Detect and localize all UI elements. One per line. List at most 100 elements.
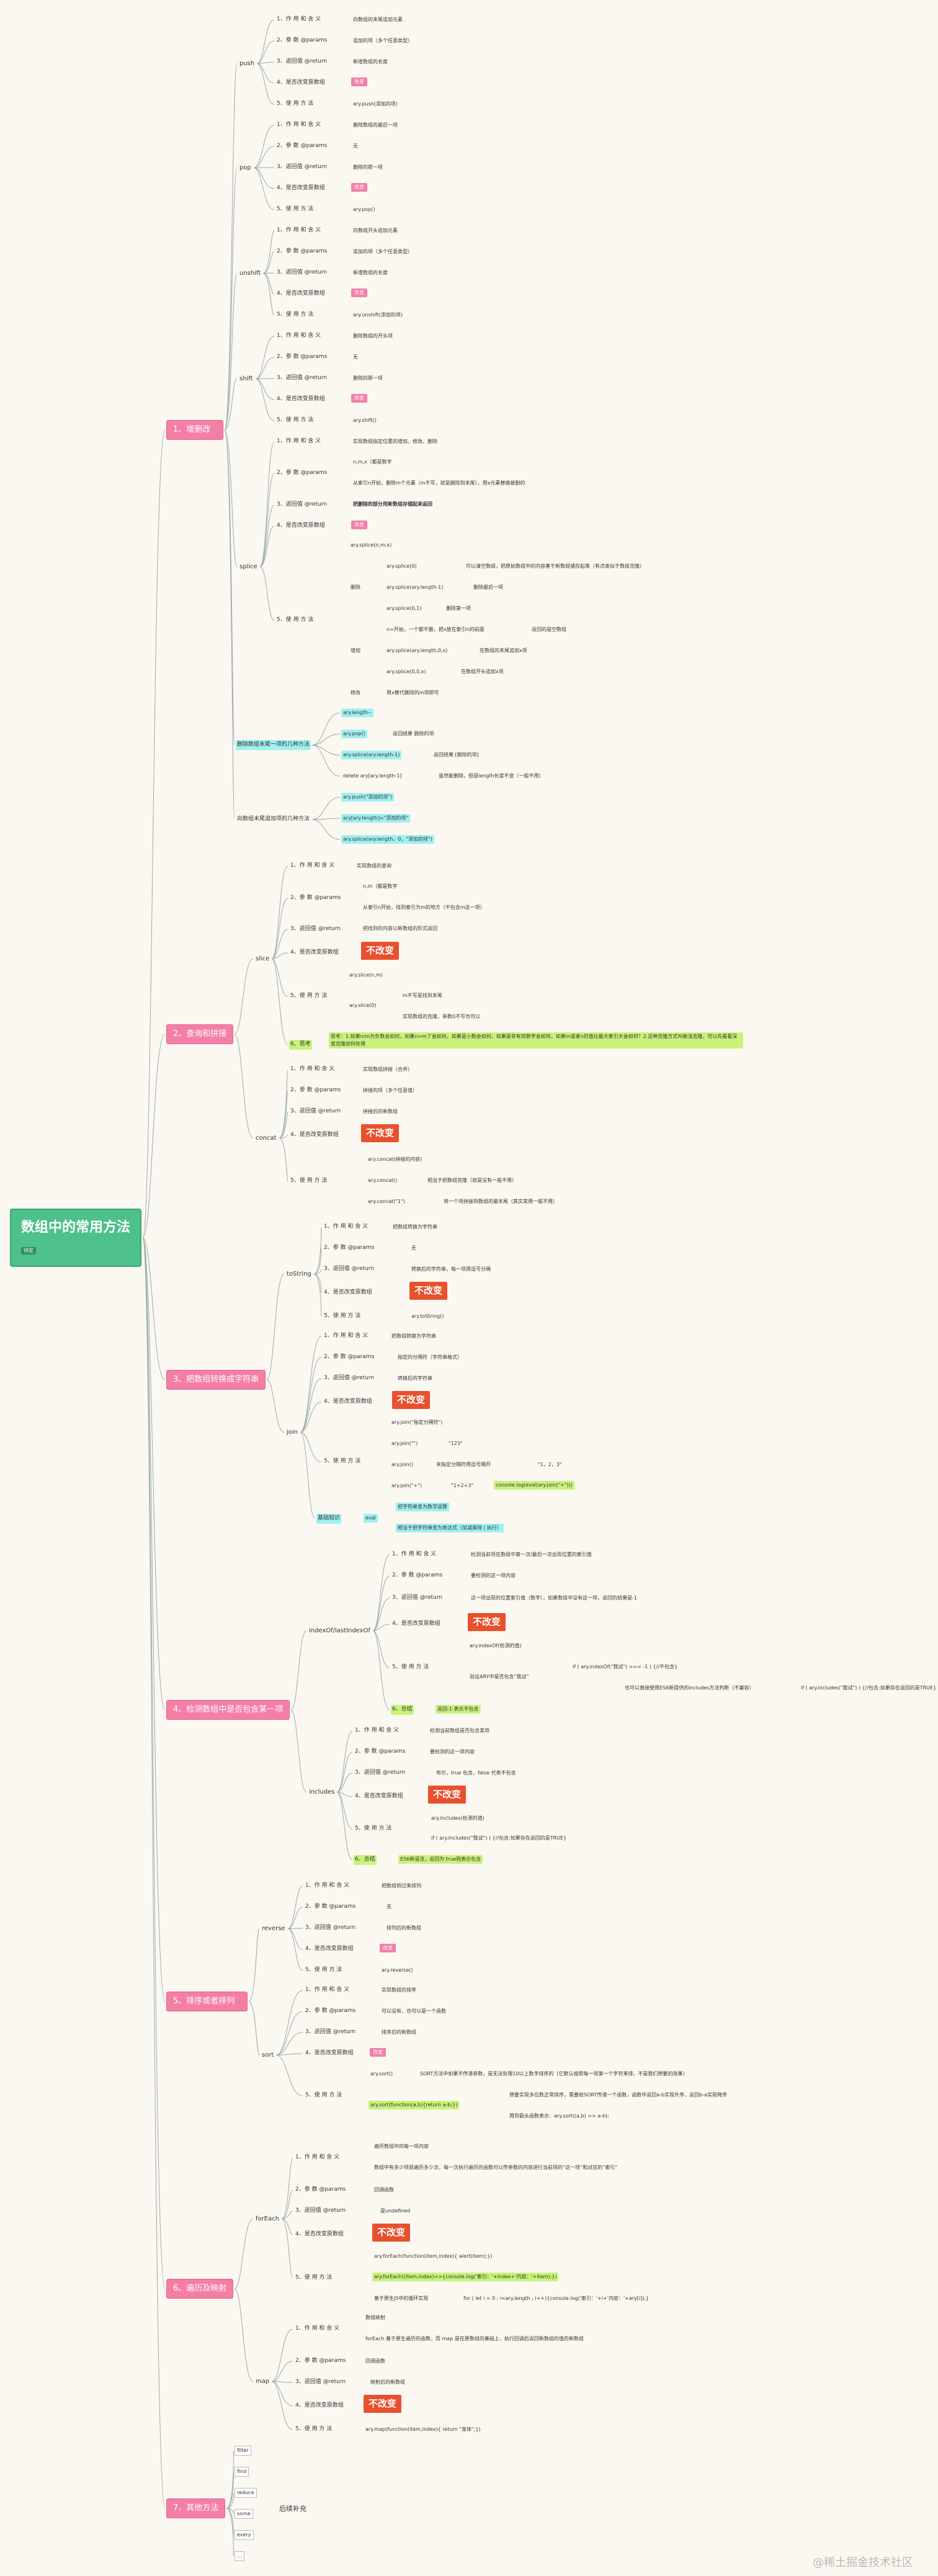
map-params-label: 2、参 数 @params <box>295 2358 346 2364</box>
group-sort[interactable]: sort <box>262 2052 274 2059</box>
connector-line <box>313 1227 322 1274</box>
connector-line <box>142 1237 166 1380</box>
category-query-concat[interactable]: 2、查询和拼接 <box>166 1024 234 1044</box>
root-tag: 待定 <box>21 1247 36 1254</box>
includes-mutate-label: 4、是否改变原数组 <box>355 1793 403 1799</box>
connector-line <box>300 1378 322 1433</box>
other-every[interactable]: every <box>234 2530 254 2540</box>
del-end-1: ary.length-- <box>341 709 373 717</box>
other-find[interactable]: find <box>234 2467 249 2477</box>
unshift-action-label: 1、作 用 和 含 义 <box>277 227 321 233</box>
other-filter[interactable]: filter <box>234 2446 251 2456</box>
slice-u3: ary.slice(0) <box>349 1003 377 1008</box>
group-unshift[interactable]: unshift <box>239 270 261 277</box>
connector-line <box>313 1269 322 1274</box>
category-includes[interactable]: 4、检测数组中是否包含某一项 <box>166 1700 290 1720</box>
connector-line <box>287 1928 303 1950</box>
group-pop[interactable]: pop <box>239 164 251 171</box>
group-join[interactable]: join <box>287 1429 298 1436</box>
foreach-action-label: 1、作 用 和 含 义 <box>295 2154 340 2160</box>
connector-line <box>253 146 275 168</box>
connector-line <box>287 1928 303 1971</box>
connector-line <box>300 1432 322 1462</box>
other-reduce[interactable]: reduce <box>234 2488 257 2498</box>
connector-line <box>255 357 275 379</box>
join-u4-note: "1+2+3" <box>451 1483 474 1488</box>
map-params: 回调函数 <box>365 2358 385 2364</box>
watermark: @稀土掘金技术社区 <box>813 2556 913 2569</box>
connector-line <box>279 1111 288 1138</box>
connector-line <box>311 712 341 746</box>
splice-delete: 删除 <box>351 584 360 590</box>
connector-line <box>262 273 275 295</box>
other-some[interactable]: some <box>234 2509 253 2519</box>
other-note: 后续补充 <box>279 2505 306 2513</box>
splice-a1-note: 返回的是空数组 <box>532 627 566 632</box>
join-u3-value: "1，2，3" <box>538 1462 562 1467</box>
concat-return-label: 3、返回值 @return <box>290 1108 341 1114</box>
del-end-4: delete ary[ary.length-1] <box>343 773 402 779</box>
connector-line <box>311 797 341 820</box>
connector-line <box>234 2288 254 2382</box>
map-return: 映射后的新数组 <box>370 2379 405 2385</box>
slice-params-label: 2、参 数 @params <box>290 895 341 901</box>
includes-return-label: 3、返回值 @return <box>355 1769 406 1776</box>
group-foreach[interactable]: forEach <box>256 2216 280 2222</box>
indexof-params: 要检测的这一项内容 <box>471 1573 516 1578</box>
unshift-params: 追加的项（多个任意类型） <box>353 249 413 254</box>
map-mutate: 不改变 <box>364 2395 402 2413</box>
pop-params: 无 <box>353 143 358 149</box>
category-iterate[interactable]: 6、遍历及映射 <box>166 2279 234 2299</box>
group-includes[interactable]: includes <box>309 1789 335 1796</box>
connector-line <box>256 63 275 105</box>
push-params: 追加的项（多个任意类型） <box>353 38 413 43</box>
concat-u2-note: 相当于把数组克隆（就是没有一般不用） <box>427 1178 517 1183</box>
indexof-u1: ary.indexOf(检测的值) <box>470 1643 522 1648</box>
other-more[interactable]: ... <box>234 2551 244 2561</box>
tostring-mutate-label: 4、是否改变原数组 <box>324 1289 372 1295</box>
shift-usage-label: 5、使 用 方 法 <box>277 417 314 423</box>
connector-line <box>311 733 341 746</box>
indexof-action-label: 1、作 用 和 含 义 <box>392 1551 437 1557</box>
root-topic[interactable]: 数组中的常用方法 待定 <box>10 1209 142 1267</box>
sort-mutate-label: 4、是否改变原数组 <box>305 2050 354 2056</box>
connector-line <box>226 2508 234 2536</box>
connector-line <box>311 819 341 840</box>
concat-u3: ary.concat("1") <box>368 1199 405 1204</box>
group-add-last[interactable]: 向数组末尾追加项的几种方法 <box>237 816 310 822</box>
group-delete-last[interactable]: 删除数组末尾一项的几种方法 <box>236 740 311 750</box>
reverse-mutate: 改变 <box>380 1944 396 1952</box>
splice-params-1: n,m,x（都是数字 <box>353 459 392 465</box>
group-push[interactable]: push <box>239 60 255 67</box>
join-return: 转换后的字符串 <box>398 1375 432 1381</box>
group-tostring[interactable]: toString <box>287 1271 311 1277</box>
connector-line <box>256 61 275 64</box>
connector-line <box>290 1630 307 1711</box>
category-add-delete[interactable]: 1、增删改▭ <box>166 420 223 440</box>
splice-action-label: 1、作 用 和 含 义 <box>277 438 321 444</box>
category-sort[interactable]: 5、排序或者排列▭ <box>166 1992 248 2011</box>
category-other[interactable]: 7、其他方法 <box>166 2498 226 2518</box>
category-to-string[interactable]: 3、把数组转换成字符串 <box>166 1370 266 1390</box>
splice-mutate-label: 4、是否改变原数组 <box>277 522 325 529</box>
group-concat[interactable]: concat <box>256 1135 277 1142</box>
shift-return-label: 3、返回值 @return <box>277 375 328 381</box>
connector-line <box>372 1598 390 1631</box>
group-reverse[interactable]: reverse <box>262 1925 285 1932</box>
shift-mutate: 改变 <box>351 394 367 403</box>
group-indexof[interactable]: indexOf/lastIndexOf <box>309 1627 371 1634</box>
group-map[interactable]: map <box>256 2378 270 2385</box>
group-splice[interactable]: splice <box>239 563 257 570</box>
shift-mutate-label: 4、是否改变原数组 <box>277 396 325 402</box>
indexof-return-label: 3、返回值 @return <box>392 1594 443 1601</box>
unshift-return-label: 3、返回值 @return <box>277 269 328 275</box>
connector-line <box>281 2157 293 2219</box>
group-shift[interactable]: shift <box>239 375 253 382</box>
tostring-mutate: 不改变 <box>409 1282 448 1300</box>
note-icon: ▭ <box>236 1999 241 2005</box>
connector-line <box>300 1432 316 1519</box>
push-params-label: 2、参 数 @params <box>277 37 328 43</box>
join-action: 把数组转换为字符串 <box>391 1333 436 1339</box>
group-slice[interactable]: slice <box>256 955 270 962</box>
